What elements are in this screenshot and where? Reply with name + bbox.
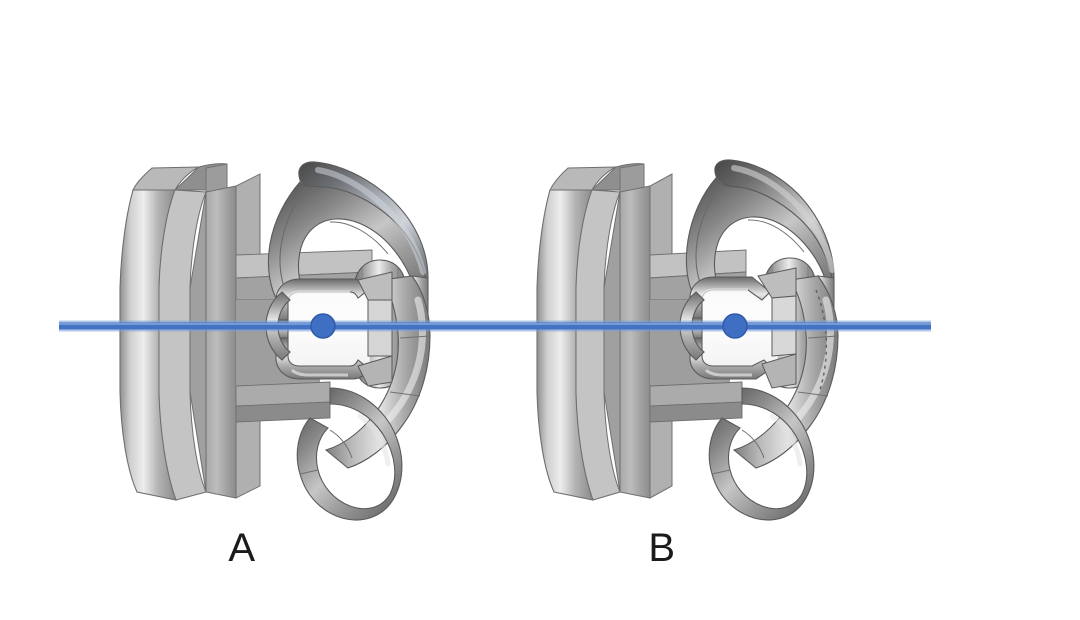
bracket-specimen-b (536, 159, 839, 521)
specimen-label-b: B (648, 526, 676, 570)
slot-marker-a (310, 313, 336, 339)
slot-marker-b (722, 313, 748, 339)
specimen-label-a: A (228, 526, 256, 570)
reference-overlay (59, 313, 931, 339)
bracket-b-slot-arms (679, 267, 797, 389)
bracket-a-lower-tie-wing (296, 387, 403, 521)
bracket-a-base-pad (119, 163, 228, 501)
bracket-b-base-pad (536, 163, 645, 501)
bracket-specimen-a (119, 161, 431, 521)
bracket-b-lower-tie-wing (708, 387, 815, 521)
